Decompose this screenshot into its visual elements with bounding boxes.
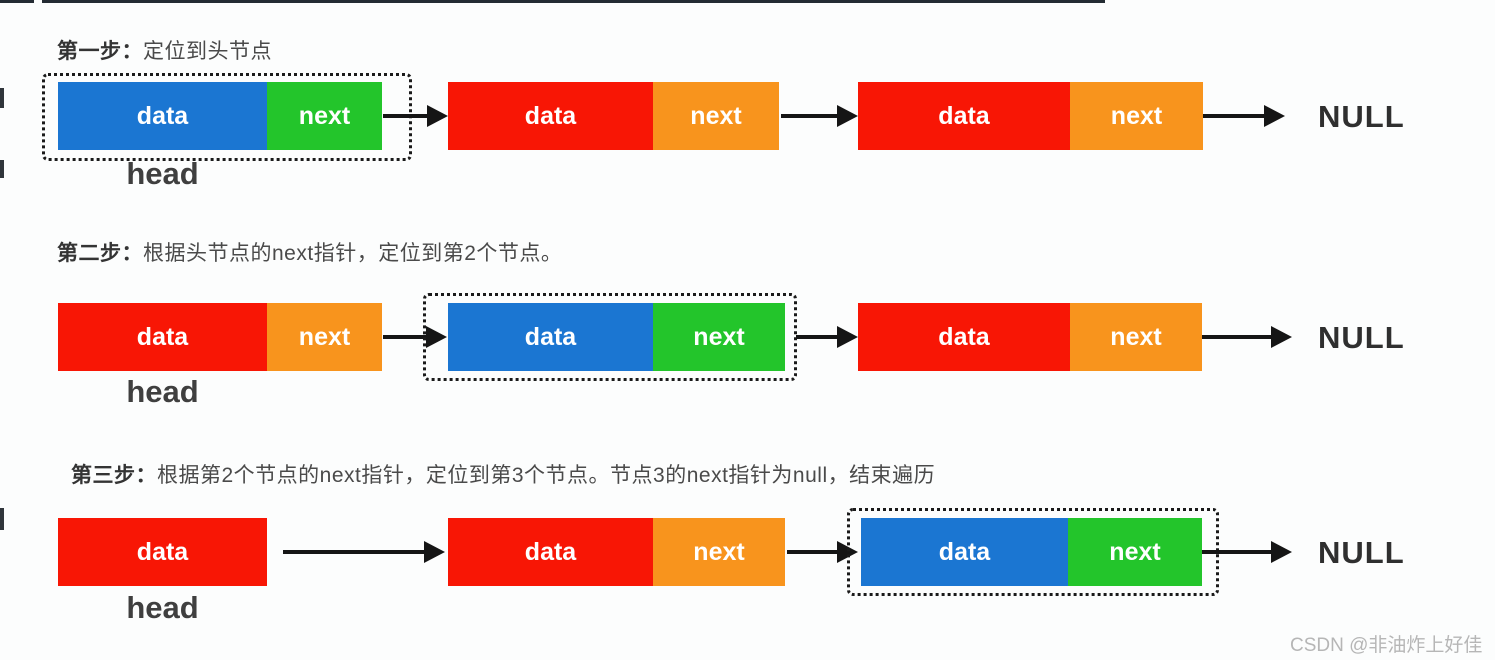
step1-head-label: head <box>126 156 199 191</box>
step1-arrow-1 <box>383 114 427 118</box>
screen-edge-artifact <box>0 508 4 530</box>
step1-node1-data-cell: data <box>58 82 267 150</box>
step3-title: 第三步：根据第2个节点的next指针，定位到第3个节点。节点3的next指针为n… <box>71 459 935 489</box>
step2-title-text: 根据头节点的next指针，定位到第2个节点。 <box>143 242 563 265</box>
step2-title: 第二步：根据头节点的next指针，定位到第2个节点。 <box>57 237 562 267</box>
top-edge-bar <box>0 0 34 3</box>
step1-node1-next-cell: next <box>267 82 382 150</box>
step2-node3-next-cell: next <box>1070 303 1202 371</box>
step2-arrow-1 <box>383 335 426 339</box>
step2-node2-data-cell: data <box>448 303 653 371</box>
step2-arrow-3 <box>1202 335 1271 339</box>
step1-node3-next-cell: next <box>1070 82 1203 150</box>
step1-node2-next-cell: next <box>653 82 779 150</box>
step1-arrow-2 <box>781 114 837 118</box>
screen-edge-artifact <box>0 88 4 108</box>
step2-title-label: 第二步： <box>57 242 143 265</box>
step2-node1-data-cell: data <box>58 303 267 371</box>
step3-node3-next-cell: next <box>1068 518 1202 586</box>
step2-null-label: NULL <box>1318 320 1405 355</box>
step3-node3-data-cell: data <box>861 518 1068 586</box>
step2-node3-data-cell: data <box>858 303 1070 371</box>
step3-title-label: 第三步： <box>71 464 157 487</box>
top-edge-bar <box>42 0 1105 3</box>
step3-node2-data-cell: data <box>448 518 653 586</box>
step3-arrow-1 <box>283 550 424 554</box>
step1-title: 第一步：定位到头节点 <box>57 35 272 65</box>
step3-arrow-2 <box>787 550 837 554</box>
step1-node2-data-cell: data <box>448 82 653 150</box>
step3-arrow-3 <box>1202 550 1271 554</box>
step1-node3-data-cell: data <box>858 82 1070 150</box>
step3-head-label: head <box>126 590 199 625</box>
step3-null-label: NULL <box>1318 535 1405 570</box>
step2-head-label: head <box>126 374 199 409</box>
step3-title-text: 根据第2个节点的next指针，定位到第3个节点。节点3的next指针为null，… <box>157 464 936 487</box>
step2-node2-next-cell: next <box>653 303 785 371</box>
screen-edge-artifact <box>0 160 4 178</box>
step1-title-label: 第一步： <box>57 40 143 63</box>
step2-node1-next-cell: next <box>267 303 382 371</box>
step2-arrow-2 <box>796 335 837 339</box>
step3-node1-data-cell: data <box>58 518 267 586</box>
step1-title-text: 定位到头节点 <box>143 40 272 63</box>
csdn-watermark: CSDN @非油炸上好佳 <box>1290 635 1483 656</box>
step1-null-label: NULL <box>1318 99 1405 134</box>
step1-arrow-3 <box>1203 114 1264 118</box>
step3-node2-next-cell: next <box>653 518 785 586</box>
